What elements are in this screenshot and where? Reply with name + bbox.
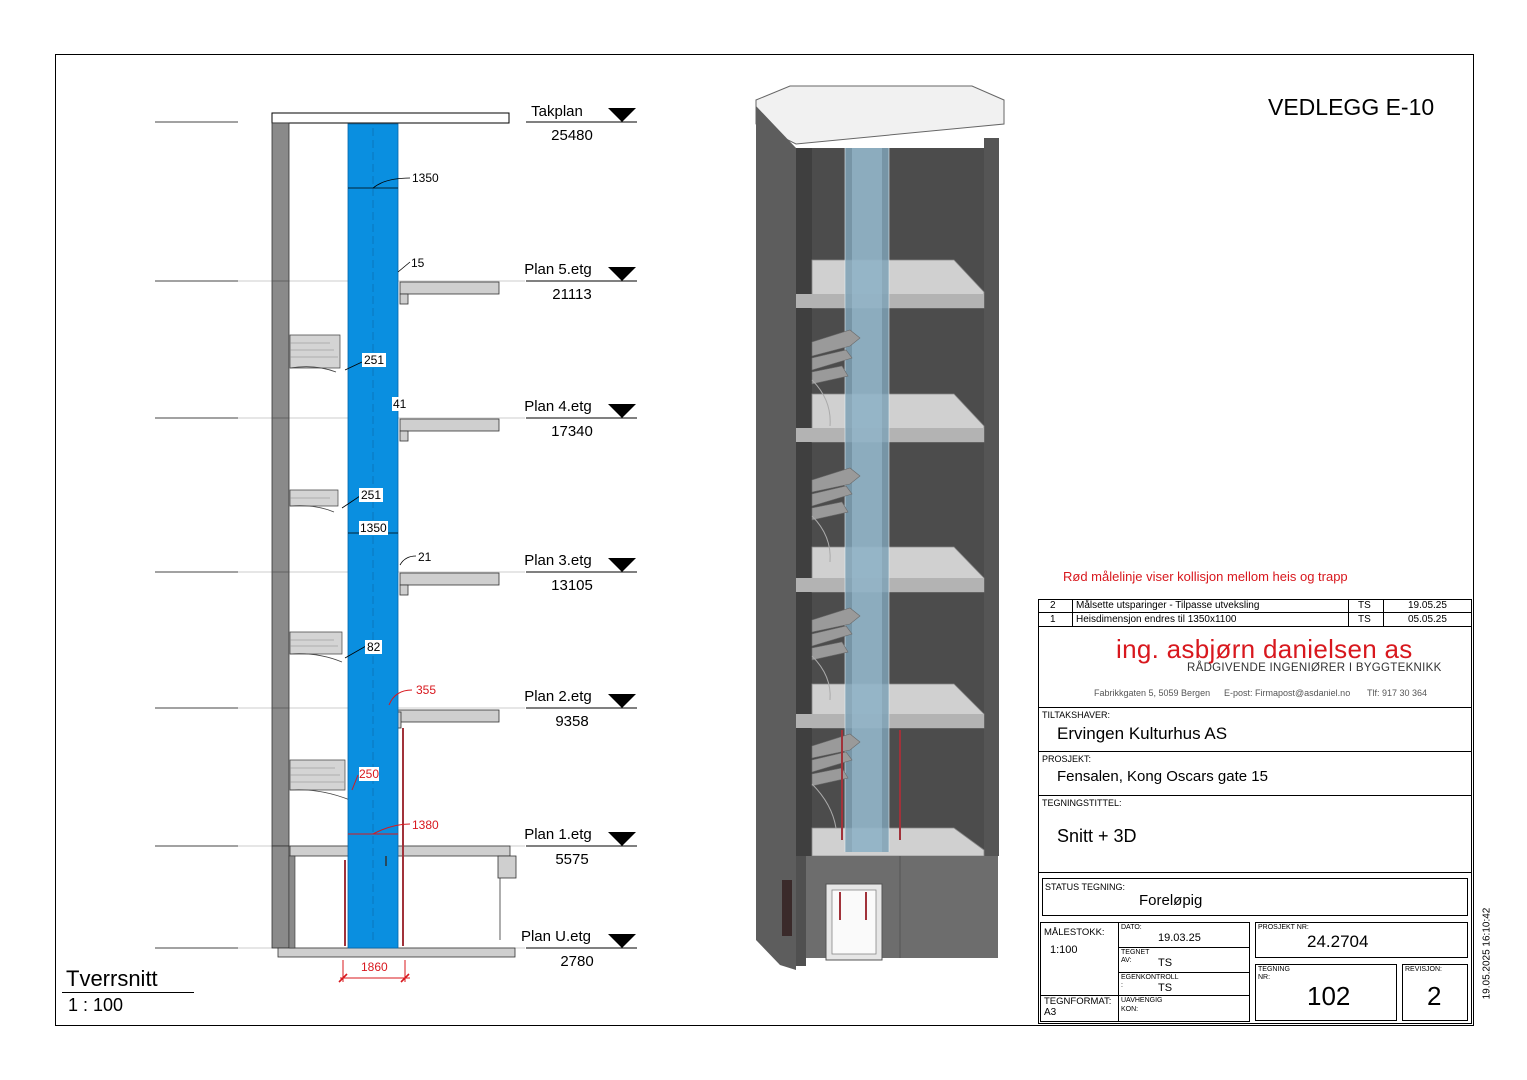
indep-label: UAVHENGIG bbox=[1121, 997, 1163, 1004]
level-name-u: Plan U.etg bbox=[520, 928, 592, 945]
drawing-number-box bbox=[1255, 964, 1397, 1021]
format-label: TEGNFORMAT: bbox=[1044, 996, 1112, 1007]
revision-box bbox=[1402, 964, 1468, 1021]
status-value: Foreløpig bbox=[1139, 892, 1203, 909]
view-title: Tverrsnitt bbox=[66, 966, 158, 991]
check-label-2: : bbox=[1121, 982, 1123, 989]
tb-divider bbox=[1038, 795, 1472, 796]
3d-view bbox=[755, 85, 1005, 970]
dim-355: 355 bbox=[416, 683, 437, 697]
level-elev-5: 21113 bbox=[552, 286, 592, 303]
check-label: EGENKONTROLL bbox=[1121, 974, 1179, 981]
drawn-label: TEGNET bbox=[1121, 949, 1150, 956]
appendix-title: VEDLEGG E-10 bbox=[1268, 94, 1435, 120]
view-scale: 1 : 100 bbox=[68, 995, 124, 1015]
rev-row-by: TS bbox=[1358, 600, 1371, 611]
dim-21: 21 bbox=[418, 550, 432, 564]
print-timestamp: 19.05.2025 16:10:42 bbox=[1481, 907, 1493, 1000]
rev-row-text: Heisdimensjon endres til 1350x1100 bbox=[1076, 614, 1237, 625]
status-box bbox=[1042, 878, 1468, 916]
project-number-label: PROSJEKT NR: bbox=[1258, 924, 1309, 931]
section-view bbox=[155, 108, 637, 983]
level-name-takplan: Takplan bbox=[531, 103, 583, 120]
revision-table: 2 Målsette utsparinger - Tilpasse utveks… bbox=[1038, 599, 1472, 627]
revision-label: REVISJON: bbox=[1405, 966, 1442, 973]
date-value: 19.03.25 bbox=[1158, 932, 1201, 944]
level-elev-2: 9358 bbox=[555, 713, 589, 730]
level-elev-takplan: 25480 bbox=[551, 127, 593, 144]
level-name-4: Plan 4.etg bbox=[524, 398, 592, 415]
drawing-number: 102 bbox=[1307, 981, 1351, 1011]
title-block bbox=[1038, 599, 1472, 1024]
check-value: TS bbox=[1158, 982, 1173, 994]
dim-251-a: 251 bbox=[362, 353, 387, 367]
drawing-title: Snitt + 3D bbox=[1057, 826, 1137, 846]
view-title-underline bbox=[62, 992, 194, 993]
company-name: ing. asbjørn danielsen as bbox=[1116, 634, 1413, 664]
client-label: TILTAKSHAVER: bbox=[1042, 710, 1111, 720]
collision-note: Rød målelinje viser kollisjon mellom hei… bbox=[1063, 569, 1348, 584]
indep-label-2: KON: bbox=[1121, 1006, 1139, 1013]
grid-line bbox=[1118, 995, 1250, 996]
grid-line bbox=[1118, 947, 1250, 948]
rev-row-text: Målsette utsparinger - Tilpasse utveksli… bbox=[1076, 600, 1260, 611]
dim-1380: 1380 bbox=[412, 818, 439, 832]
level-elev-1: 5575 bbox=[555, 851, 589, 868]
project-number: 24.2704 bbox=[1307, 932, 1369, 951]
level-name-3: Plan 3.etg bbox=[524, 552, 592, 569]
tb-divider bbox=[1038, 751, 1472, 752]
company-phone: Tlf: 917 30 364 bbox=[1367, 688, 1428, 698]
drawing-title-label: TEGNINGSTITTEL: bbox=[1042, 798, 1122, 808]
dim-251-b: 251 bbox=[359, 488, 384, 502]
tb-divider bbox=[1038, 872, 1472, 873]
sheet-border bbox=[55, 54, 1474, 1026]
drawing-number-label: TEGNING bbox=[1258, 966, 1290, 973]
level-name-5: Plan 5.etg bbox=[524, 261, 592, 278]
level-name-1: Plan 1.etg bbox=[524, 826, 592, 843]
drawn-label-2: AV: bbox=[1121, 957, 1132, 964]
rev-row-date: 19.05.25 bbox=[1408, 600, 1447, 611]
drawn-value: TS bbox=[1158, 957, 1173, 969]
dim-41: 41 bbox=[392, 397, 408, 411]
level-elev-4: 17340 bbox=[551, 423, 593, 440]
date-label: DATO: bbox=[1121, 924, 1142, 931]
client-name: Ervingen Kulturhus AS bbox=[1057, 724, 1228, 743]
grid-line bbox=[1040, 995, 1118, 996]
rev-row-no: 2 bbox=[1050, 600, 1056, 611]
rev-row-no: 1 bbox=[1050, 614, 1056, 625]
dim-1350-mid: 1350 bbox=[359, 521, 388, 535]
level-elev-3: 13105 bbox=[551, 577, 593, 594]
company-email: E-post: Firmapost@asdaniel.no bbox=[1224, 688, 1351, 698]
revision-number: 2 bbox=[1427, 981, 1442, 1011]
company-tagline: RÅDGIVENDE INGENIØRER I BYGGTEKNIKK bbox=[1187, 662, 1442, 674]
dim-82: 82 bbox=[365, 640, 383, 654]
tb-divider bbox=[1038, 707, 1472, 708]
rev-row-by: TS bbox=[1358, 614, 1371, 625]
format-value: A3 bbox=[1044, 1007, 1057, 1018]
drawing-number-label-2: NR: bbox=[1258, 974, 1271, 981]
dim-250: 250 bbox=[359, 767, 380, 781]
scale-value: 1:100 bbox=[1050, 944, 1078, 956]
project-name: Fensalen, Kong Oscars gate 15 bbox=[1057, 768, 1268, 785]
company-address: Fabrikkgaten 5, 5059 Bergen bbox=[1094, 688, 1211, 698]
level-name-2: Plan 2.etg bbox=[524, 688, 592, 705]
dim-1350-top: 1350 bbox=[412, 171, 439, 185]
project-label: PROSJEKT: bbox=[1042, 754, 1092, 764]
level-elev-u: 2780 bbox=[560, 953, 594, 970]
scale-label: MÅLESTOKK: bbox=[1044, 927, 1105, 938]
status-label: STATUS TEGNING: bbox=[1045, 882, 1126, 892]
grid-line bbox=[1118, 972, 1250, 973]
project-number-box bbox=[1255, 922, 1468, 958]
rev-row-date: 05.05.25 bbox=[1408, 614, 1447, 625]
dim-1860: 1860 bbox=[360, 960, 389, 974]
dim-15: 15 bbox=[411, 256, 425, 270]
